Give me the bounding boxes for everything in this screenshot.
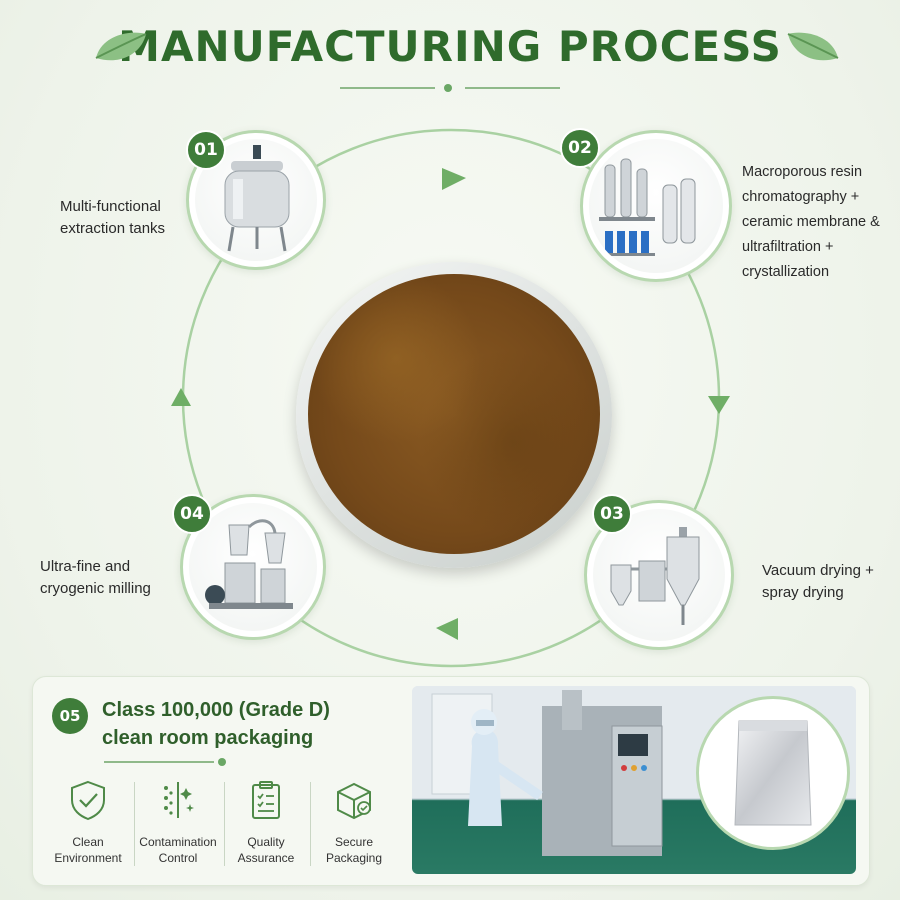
step-02-badge: 02: [560, 128, 600, 168]
arrow-down-icon: [708, 396, 730, 414]
feature-separator: [224, 782, 225, 866]
title-divider: [340, 84, 560, 92]
package-box-icon: [337, 782, 371, 820]
sparkle-filter-icon: [164, 782, 194, 818]
feature-separator: [310, 782, 311, 866]
step-03-badge: 03: [592, 494, 632, 534]
foil-bag-icon: [734, 720, 812, 826]
milling-machine-icon: [205, 519, 293, 609]
chromatography-equipment-icon: [599, 158, 696, 256]
step-04-badge: 04: [172, 494, 212, 534]
arrow-up-icon: [171, 388, 191, 406]
step-02-image: [580, 130, 732, 282]
sealed-foil-bag-image: [696, 696, 850, 850]
arrow-left-icon: [436, 618, 458, 640]
packaging-title: Class 100,000 (Grade D)clean room packag…: [102, 699, 330, 749]
petri-dish-powder: [296, 262, 612, 568]
clipboard-check-icon: [252, 781, 280, 819]
leaf-left-icon: [95, 32, 147, 61]
extraction-tank-icon: [224, 145, 290, 252]
arrow-right-icon: [442, 168, 466, 190]
feature-separator: [134, 782, 135, 866]
step-01-badge: 01: [186, 130, 226, 170]
step-05-badge: 05: [52, 698, 88, 734]
packaging-divider: [104, 758, 226, 766]
shield-check-icon: [71, 780, 105, 821]
leaf-right-icon: [787, 32, 839, 61]
step-03-label: Vacuum drying +spray drying: [762, 562, 874, 601]
spray-dryer-icon: [610, 527, 700, 625]
page-title: MANUFACTURING PROCESS: [118, 22, 782, 71]
